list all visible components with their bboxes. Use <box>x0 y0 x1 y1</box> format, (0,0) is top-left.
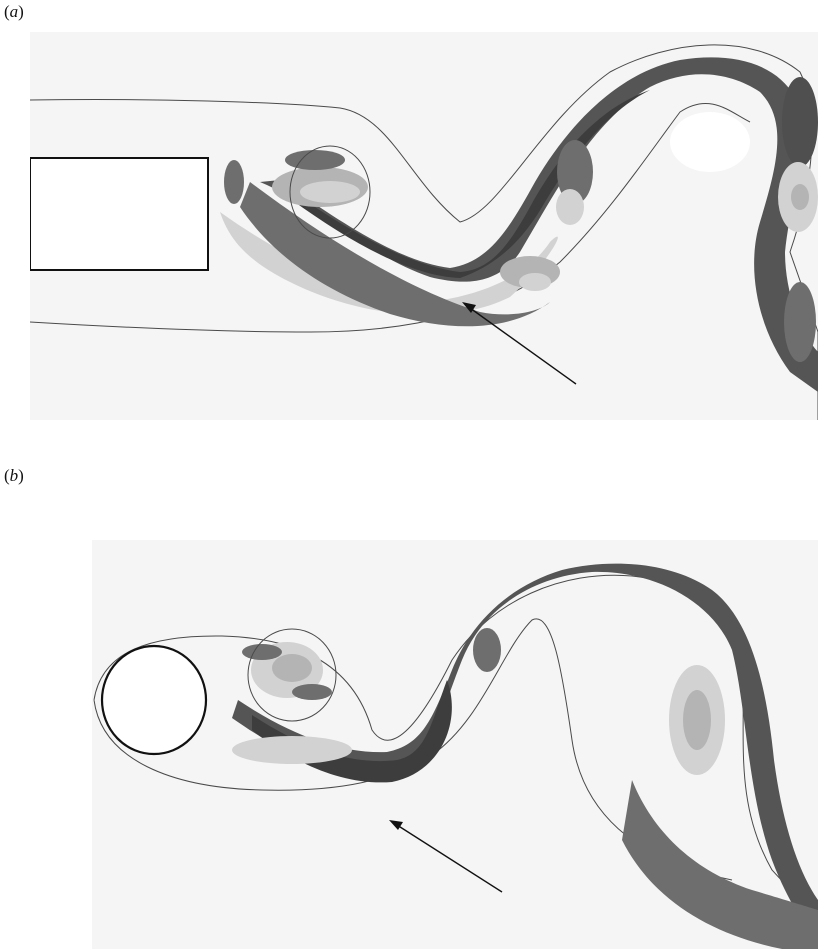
panel-a-right-band <box>782 77 818 167</box>
panel-a-vorticity-plot <box>30 32 818 420</box>
panel-b-lower-light <box>232 736 352 764</box>
panel-b-dark-blob-top <box>242 644 282 660</box>
panel-b-cylinder-body <box>102 646 206 754</box>
panel-a-body-shedding <box>224 160 244 204</box>
panel-a-square-body <box>30 158 208 270</box>
panel-a-vortex-core <box>300 181 360 203</box>
panel-a-upper-light <box>556 189 584 225</box>
panel-a-bottom-right-blob <box>784 282 816 362</box>
panel-b-mid-dark <box>473 628 501 672</box>
panel-b-right-core <box>683 690 711 750</box>
panel-a-right-core <box>791 184 809 210</box>
panel-a-white-patch <box>670 112 750 172</box>
panel-a-dark-blob <box>285 150 345 170</box>
panel-label-b: (b) <box>4 466 24 486</box>
panel-b-vorticity-plot <box>92 540 818 949</box>
panel-b-vortex-core <box>272 654 312 682</box>
panel-b-dark-blob-bottom <box>292 684 332 700</box>
panel-label-a: (a) <box>4 2 24 22</box>
panel-a-lower-mid <box>519 273 551 291</box>
